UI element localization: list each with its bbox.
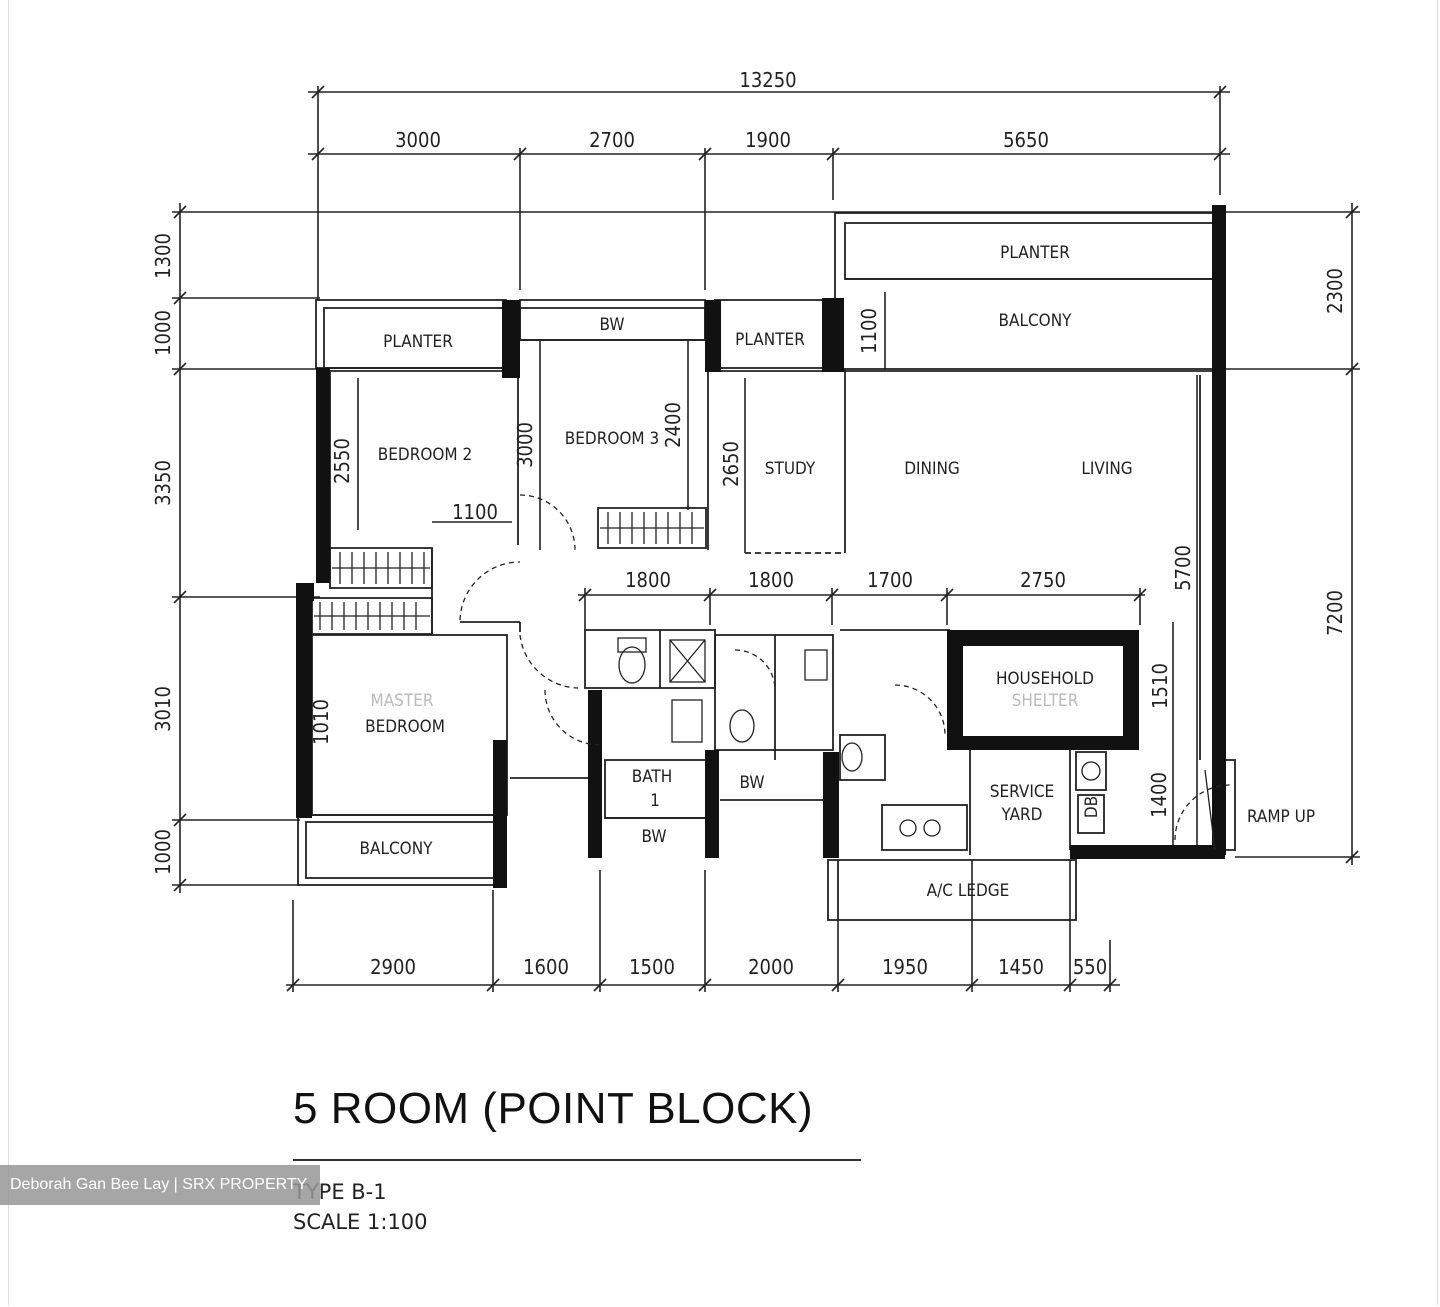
scale-label: SCALE 1:100	[293, 1210, 428, 1234]
walls-thick	[296, 205, 1226, 888]
balcony-top-label: BALCONY	[999, 311, 1073, 331]
dimension-ticks	[173, 85, 1359, 992]
planter-top-label: PLANTER	[1000, 243, 1070, 263]
dim-inner-3: 1700	[867, 568, 913, 592]
dim-left-1: 1300	[151, 233, 175, 279]
plan-title: 5 ROOM (POINT BLOCK)	[293, 1084, 814, 1133]
dim-top-1: 3000	[395, 128, 441, 152]
room-labels: PLANTER BALCONY PLANTER BW PLANTER BEDRO…	[360, 243, 1316, 901]
dim-overall-top: 13250	[739, 68, 796, 92]
household-shelter-label: HOUSEHOLD	[996, 669, 1094, 689]
bath-1-label: BATH	[632, 767, 672, 787]
agent-watermark: Deborah Gan Bee Lay | SRX PROPERTY	[0, 1165, 320, 1205]
planter-left-label: PLANTER	[383, 332, 453, 352]
ramp-up-label: RAMP UP	[1247, 807, 1315, 827]
dim-bedroom2-height: 2550	[330, 438, 354, 484]
dimension-labels: 13250 3000 2700 1900 5650 1300 1000 3350…	[151, 68, 1347, 979]
dim-right-1: 2300	[1323, 268, 1347, 314]
dim-bottom-7: 550	[1073, 955, 1107, 979]
db-label: DB	[1082, 796, 1102, 818]
dining-label: DINING	[904, 459, 960, 479]
dim-top-2: 2700	[589, 128, 635, 152]
dim-bottom-2: 1600	[523, 955, 569, 979]
dim-bottom-1: 2900	[370, 955, 416, 979]
bedroom-3-label: BEDROOM 3	[565, 429, 659, 449]
study-label: STUDY	[765, 459, 816, 479]
bath-1-number: 1	[650, 791, 660, 811]
bedroom-2-label: BEDROOM 2	[378, 445, 472, 465]
fixtures	[314, 512, 1216, 851]
dim-living-height: 5700	[1171, 545, 1195, 591]
balcony-bottom-label: BALCONY	[360, 839, 434, 859]
dim-bottom-5: 1950	[882, 955, 928, 979]
dim-shelter-height: 1510	[1148, 663, 1172, 709]
dim-inner-1: 1800	[625, 568, 671, 592]
dim-right-2: 7200	[1323, 590, 1347, 636]
dim-inner-2: 1800	[748, 568, 794, 592]
dim-top-4: 5650	[1003, 128, 1049, 152]
dim-bottom-3: 1500	[629, 955, 675, 979]
dim-top-3: 1900	[745, 128, 791, 152]
dim-bedroom2-width: 1100	[452, 500, 498, 524]
dim-left-2: 1000	[151, 310, 175, 356]
dim-left-5: 1000	[151, 829, 175, 875]
service-yard-label: SERVICE	[990, 782, 1054, 802]
dim-left-4: 3010	[151, 686, 175, 732]
master-bedroom-label: MASTER	[371, 691, 434, 711]
dim-master-width: 1010	[309, 699, 333, 745]
dim-study-height: 2650	[719, 441, 743, 487]
shelter-label: SHELTER	[1012, 691, 1079, 711]
bw-bath-label: BW	[641, 827, 666, 847]
dim-bedroom3-height-1: 3000	[513, 422, 537, 468]
dim-left-3: 3350	[151, 460, 175, 506]
dim-entrance-width: 1400	[1147, 772, 1171, 818]
dim-balcony-height: 1100	[857, 308, 881, 354]
planter-mid-label: PLANTER	[735, 330, 805, 350]
title-underline	[293, 1159, 861, 1161]
bw-top-label: BW	[599, 315, 624, 335]
door-swings	[459, 494, 1231, 841]
dim-inner-4: 2750	[1020, 568, 1066, 592]
dim-bedroom3-height-2: 2400	[661, 402, 685, 448]
dimension-lines	[172, 86, 1360, 992]
dim-bottom-6: 1450	[998, 955, 1044, 979]
dim-bottom-4: 2000	[748, 955, 794, 979]
living-label: LIVING	[1081, 459, 1132, 479]
yard-label: YARD	[1001, 805, 1043, 825]
ac-ledge-label: A/C LEDGE	[927, 881, 1010, 901]
bw-mid-label: BW	[739, 773, 764, 793]
floor-plan: PLANTER BALCONY PLANTER BW PLANTER BEDRO…	[151, 68, 1360, 992]
master-bedroom-label-line2: BEDROOM	[365, 717, 445, 737]
